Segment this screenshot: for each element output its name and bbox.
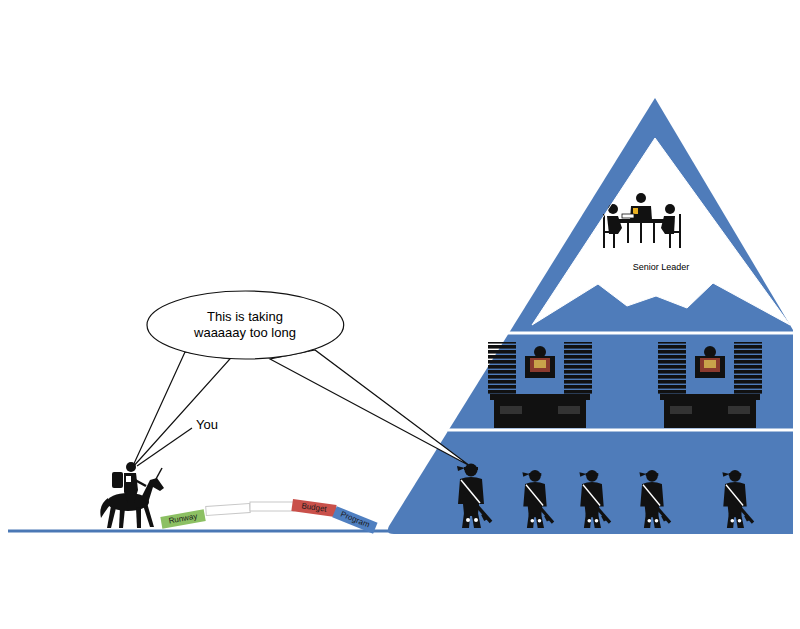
node-text: Budget — [301, 501, 327, 514]
bubble-tail — [270, 350, 470, 466]
budget-plank: Budget — [291, 499, 336, 517]
ground-line — [8, 530, 392, 533]
speech-bubble: This is taking waaaaay too long — [146, 290, 345, 360]
node-text: Runway — [168, 512, 198, 526]
node-text: Program — [339, 510, 371, 530]
tier-divider — [448, 429, 793, 432]
meeting-icon — [604, 193, 680, 248]
hierarchy-pyramid — [388, 98, 793, 534]
rider-on-unicorn — [100, 462, 164, 528]
summit-outline — [530, 136, 792, 328]
desk-with-papers — [488, 342, 592, 428]
bridge-plank — [206, 503, 251, 515]
soldier-figure — [639, 470, 670, 528]
senior-leader-tier: Senior Leader — [530, 136, 792, 328]
node-text: This is taking waaaaay too long — [182, 309, 308, 340]
soldier-figure — [722, 470, 753, 528]
soldier-figure — [522, 470, 553, 528]
runway-plank: Runway — [160, 509, 205, 528]
desk-with-papers — [658, 342, 762, 428]
leader-line — [137, 428, 192, 466]
bubble-tail — [132, 352, 230, 468]
person-label: You — [196, 417, 218, 432]
soldier-figure — [579, 470, 610, 528]
summit — [532, 138, 790, 325]
bridge-plank — [250, 502, 294, 511]
tier-divider — [508, 332, 793, 335]
soldier-figure — [457, 464, 491, 529]
node-text: Senior Leader — [530, 262, 792, 273]
